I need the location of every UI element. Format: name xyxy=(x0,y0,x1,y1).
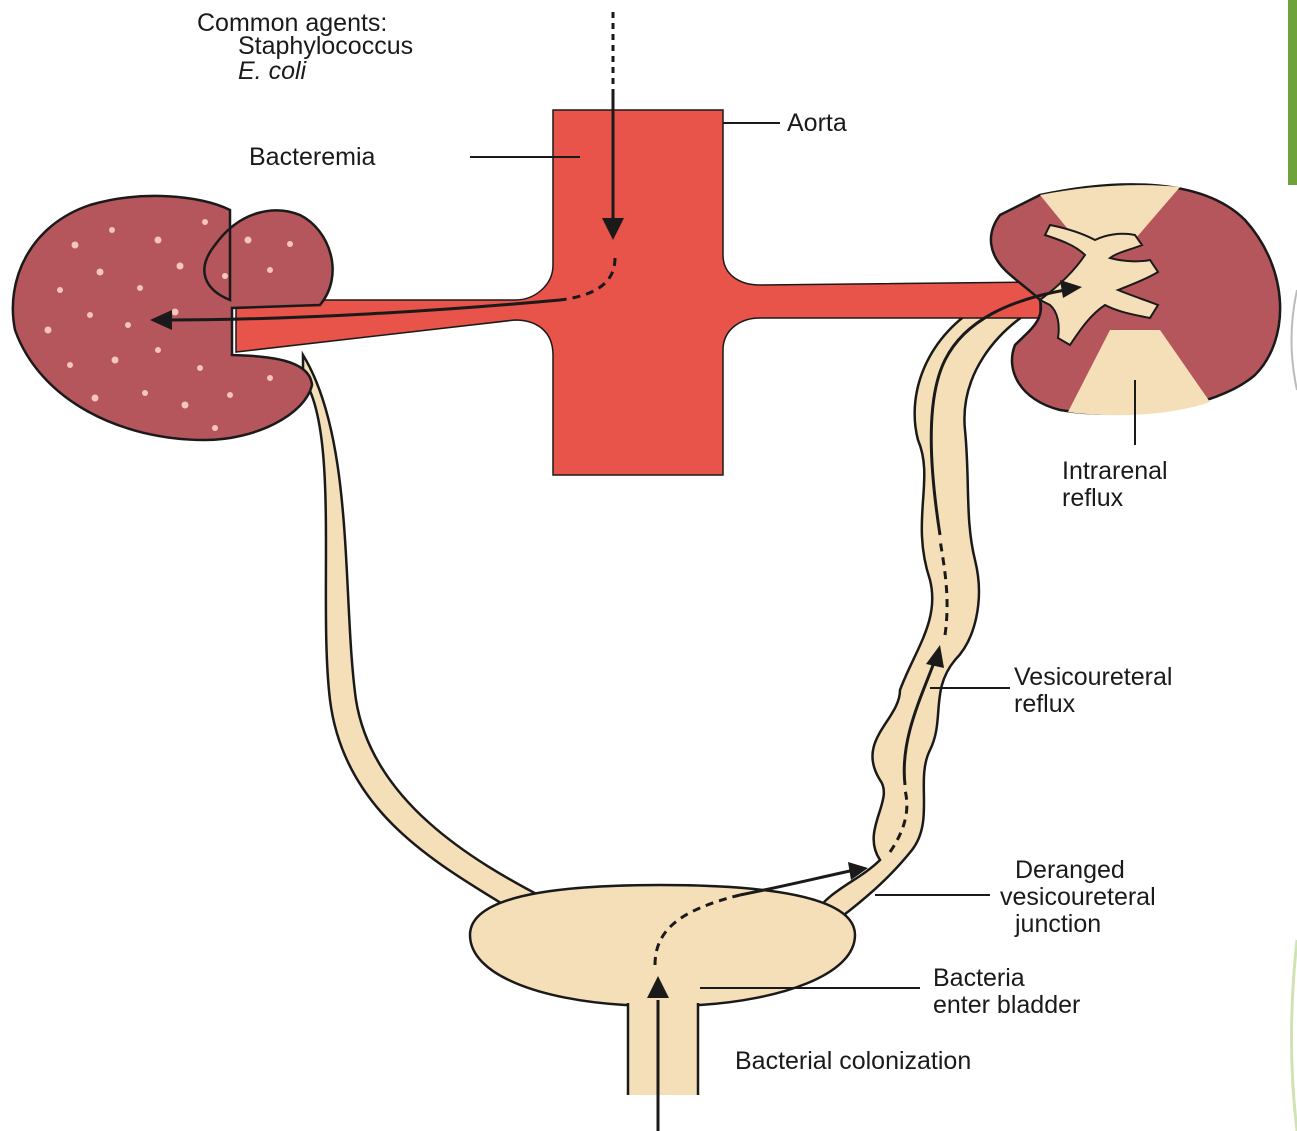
urethra xyxy=(628,985,698,1095)
slide-green-curve xyxy=(1292,940,1297,1131)
bacteria-enter-bladder-line2: enter bladder xyxy=(933,992,1080,1019)
agent-ecoli-label: E. coli xyxy=(238,58,306,85)
aorta-label: Aorta xyxy=(787,110,847,137)
deranged-junction-line2: vesicoureteral xyxy=(1000,884,1156,911)
deranged-junction-line3: junction xyxy=(1015,911,1101,938)
bacteria-enter-bladder-line1: Bacteria xyxy=(933,965,1025,992)
slide-green-bar xyxy=(1288,0,1297,185)
intrarenal-reflux-line2: reflux xyxy=(1062,485,1123,512)
left-ureter xyxy=(303,355,548,915)
slide-gray-curve xyxy=(1292,290,1297,390)
bacteremia-label: Bacteremia xyxy=(249,144,375,171)
deranged-junction-line1: Deranged xyxy=(1015,857,1125,884)
vesicoureteral-reflux-line2: reflux xyxy=(1014,691,1075,718)
intrarenal-reflux-line1: Intrarenal xyxy=(1062,458,1168,485)
agent-staphylococcus-label: Staphylococcus xyxy=(238,33,413,60)
vesicoureteral-reflux-line1: Vesicoureteral xyxy=(1014,664,1172,691)
bacterial-colonization-label: Bacterial colonization xyxy=(735,1048,971,1075)
